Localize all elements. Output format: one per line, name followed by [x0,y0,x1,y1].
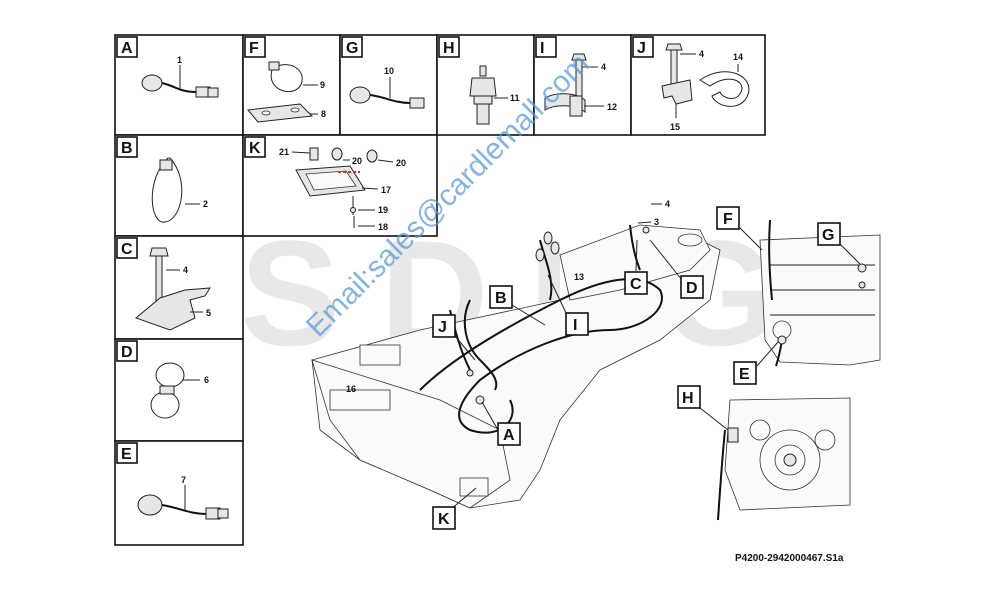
panel-letter: K [249,140,261,157]
callout-c: C [624,239,648,295]
callout-letter: B [495,290,507,307]
part-label: 7 [181,475,186,485]
drawing-code: P4200-2942000467.S1a [735,553,844,564]
part-label: 9 [320,80,325,90]
callout-i: I [547,274,589,336]
panel-g: G 10 [339,34,438,136]
callout-letter: D [686,280,698,297]
callout-letter: C [630,276,642,293]
callout-g: G [817,222,861,265]
part-label: 4 [601,62,606,72]
callout-j: J [432,314,476,361]
callout-e: E [733,341,779,385]
part-label: 13 [574,272,584,282]
panel-e: E 7 [114,440,244,546]
panel-letter: B [121,140,133,157]
panel-letter: J [637,40,646,57]
panel-a: A 1 [114,34,244,136]
panel-i: I 4 12 [533,34,632,136]
panel-b: B 2 [114,134,244,237]
panel-letter: I [540,40,544,57]
part-label: 11 [510,93,520,103]
part-label: 4 [665,199,670,209]
detail-transmission-view [717,397,851,521]
part-label: 17 [381,185,391,195]
detail-engine-view [759,219,881,367]
part-label: 21 [279,147,289,157]
callout-d: D [649,239,704,299]
callout-letter: G [822,227,834,244]
part-label: 2 [203,199,208,209]
panel-f: F 9 8 [242,34,341,136]
part-label: 20 [352,156,362,166]
part-label: 20 [396,158,406,168]
callout-letter: A [503,427,515,444]
callout-letter: H [682,390,694,407]
part-label: 3 [654,217,659,227]
callout-letter: F [723,211,733,228]
part-label: 4 [183,265,188,275]
part-label: 18 [378,222,388,232]
panel-letter: C [121,241,133,258]
callout-letter: I [573,317,577,334]
panel-k: K 21 20 20 17 19 18 [242,134,438,237]
part-label: 19 [378,205,388,215]
part-label: 14 [733,52,743,62]
part-label: 15 [670,122,680,132]
part-label: 1 [177,55,182,65]
callout-f: F [716,206,763,251]
part-label: 10 [384,66,394,76]
panel-j: J 4 14 15 [630,34,766,136]
callout-b: B [489,285,546,326]
callout-k: K [432,487,477,530]
panel-letter: D [121,344,133,361]
panel-letter: E [121,446,132,463]
panel-c: C 4 5 [114,235,244,340]
panel-h: H 11 [436,34,535,136]
callout-letter: E [739,366,750,383]
panel-letter: F [249,40,259,57]
part-label: 16 [346,384,356,394]
callout-h: H [677,385,729,431]
callout-a: A [481,401,521,446]
part-label: 12 [607,102,617,112]
part-label: 4 [699,49,704,59]
chassis-drawing [311,224,721,509]
panel-letter: G [346,40,358,57]
panel-letter: H [443,40,455,57]
part-label: 5 [206,308,211,318]
part-label: 8 [321,109,326,119]
callout-letter: K [438,511,450,528]
callout-letter: J [438,319,447,336]
panel-d: D 6 [114,338,244,442]
panel-letter: A [121,40,133,57]
part-label: 6 [204,375,209,385]
